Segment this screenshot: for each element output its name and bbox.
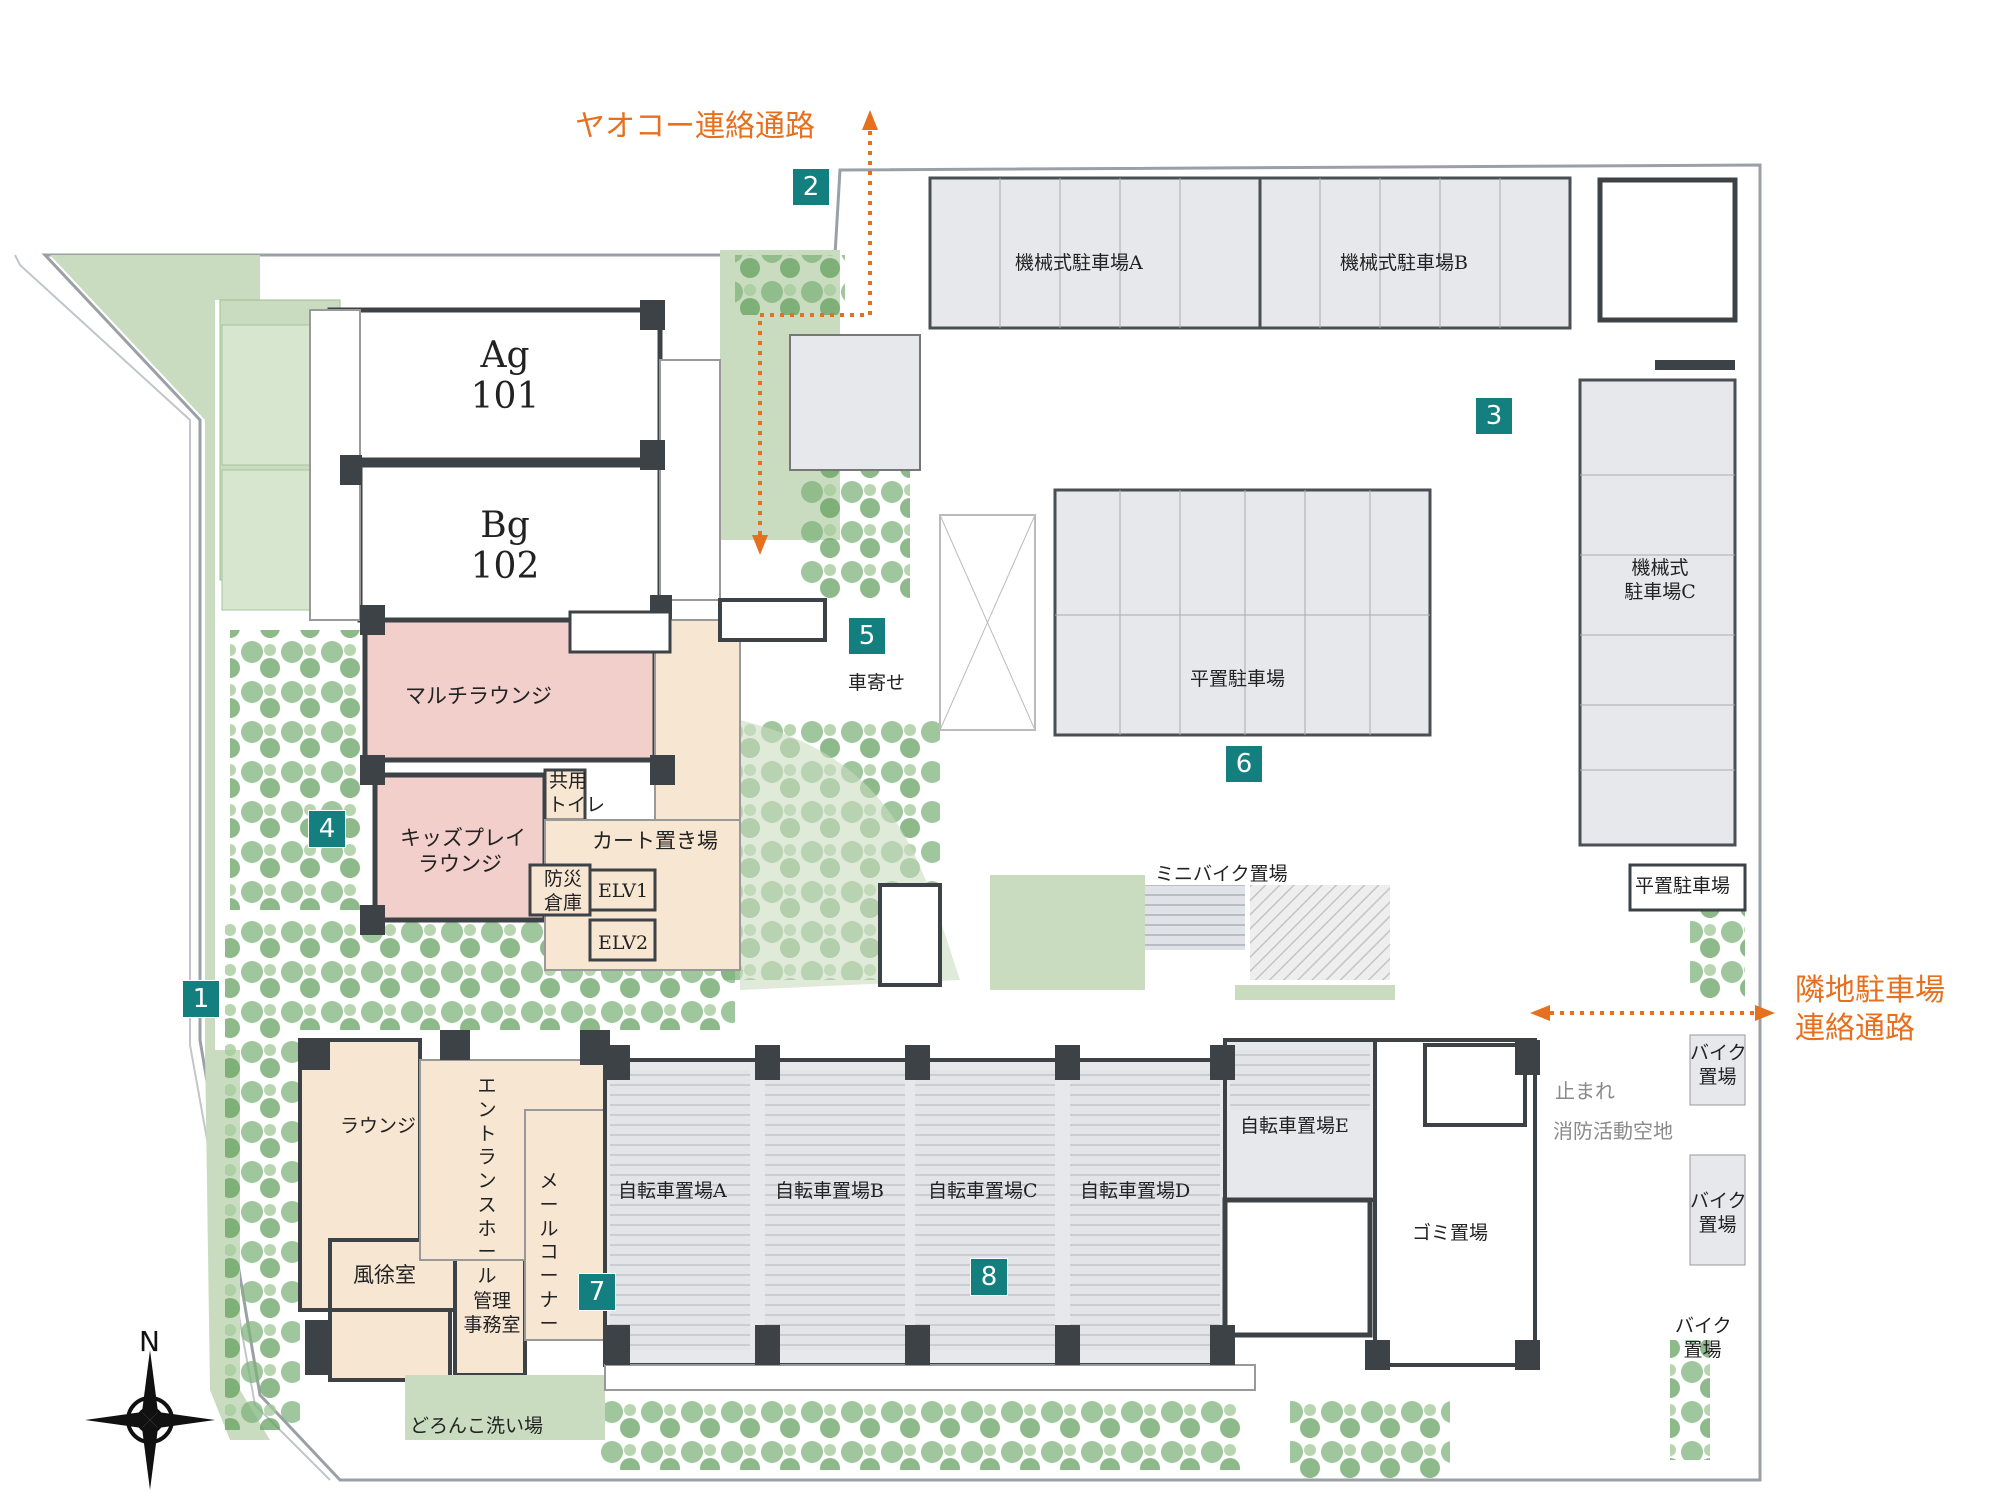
- unit-bg-label: Bg 102: [470, 505, 540, 588]
- lobby-block: [298, 1030, 610, 1440]
- disaster-storage-label: 防災 倉庫: [538, 868, 588, 916]
- carport-label: 車寄せ: [848, 672, 906, 694]
- office-label: 管理 事務室: [462, 1290, 522, 1338]
- cycle-parking-c-label: 自転車置場C: [928, 1180, 1038, 1202]
- toilet-line2: トイレ: [548, 793, 606, 816]
- mech-c-line1: 機械式: [1631, 557, 1689, 579]
- neighbor-link-label-line1: 隣地駐車場: [1795, 973, 1945, 1008]
- flat-parking-label: 平置駐車場: [1190, 668, 1286, 690]
- landscape-green: [50, 250, 1745, 1480]
- connection-paths: [752, 110, 1775, 1021]
- mail-corner-label: メールコーナー: [539, 1170, 559, 1335]
- entrance-hall-label: エントランスホール: [477, 1075, 497, 1287]
- cycle-parking-a-label: 自転車置場A: [618, 1180, 727, 1202]
- flat-parking: [939, 488, 1432, 737]
- elv1-label: ELV1: [598, 880, 649, 902]
- bike2-line2: 置場: [1698, 1213, 1737, 1236]
- minibike-label: ミニバイク置場: [1155, 863, 1288, 885]
- flat-parking-small-label: 平置駐車場: [1635, 875, 1731, 897]
- unit-ag-number: 101: [470, 376, 540, 418]
- bike-parking-2-label: バイク 置場: [1690, 1190, 1747, 1238]
- badge-8: 8: [970, 1258, 1008, 1296]
- unit-bg-number: 102: [470, 546, 540, 588]
- unit-ag-label: Ag 101: [470, 335, 540, 418]
- bike3-line2: 置場: [1683, 1338, 1722, 1361]
- garbage-label: ゴミ置場: [1412, 1222, 1489, 1244]
- kids-lounge-line1: キッズプレイ: [400, 826, 526, 850]
- badge-5: 5: [848, 617, 886, 655]
- badge-1: 1: [182, 980, 220, 1018]
- office-line2: 事務室: [463, 1313, 521, 1336]
- bike1-line2: 置場: [1698, 1065, 1737, 1088]
- windbreak-label: 風徐室: [353, 1263, 416, 1287]
- kids-lounge-line2: ラウンジ: [418, 852, 502, 877]
- residential-units: [309, 300, 721, 623]
- bike3-line1: バイク: [1675, 1315, 1732, 1337]
- cycle-parking-d-label: 自転車置場D: [1080, 1180, 1191, 1202]
- minibike-area: [878, 863, 1747, 1266]
- badge-3: 3: [1475, 397, 1513, 435]
- lounge-label: ラウンジ: [340, 1115, 417, 1137]
- kids-lounge-label: キッズプレイ ラウンジ: [400, 825, 526, 878]
- mech-parking-c: [1578, 378, 1737, 847]
- mech-parking-a-label: 機械式駐車場A: [1015, 252, 1143, 274]
- mud-wash-label: どろんこ洗い場: [410, 1415, 544, 1437]
- cart-label: カート置き場: [592, 829, 718, 853]
- toilet-label: 共用 トイレ: [548, 770, 606, 818]
- garbage-area: [1365, 1038, 1540, 1370]
- bike-parking-1-label: バイク 置場: [1690, 1042, 1747, 1090]
- toilet-line1: 共用: [548, 770, 587, 792]
- badge-2: 2: [792, 168, 830, 206]
- mech-parking-c-label: 機械式 駐車場C: [1615, 557, 1705, 605]
- bicycle-parking: [603, 1038, 1377, 1391]
- cycle-parking-e-label: 自転車置場E: [1240, 1115, 1349, 1137]
- multi-lounge-label: マルチラウンジ: [405, 684, 552, 708]
- unit-bg-type: Bg: [480, 505, 530, 546]
- mech-parking-b-label: 機械式駐車場B: [1340, 252, 1468, 274]
- stop-marking: 止まれ: [1555, 1079, 1615, 1103]
- disaster-line2: 倉庫: [543, 891, 582, 914]
- bike2-line1: バイク: [1690, 1190, 1747, 1212]
- badge-7: 7: [578, 1273, 616, 1311]
- bike1-line1: バイク: [1690, 1042, 1747, 1064]
- office-line1: 管理: [472, 1290, 511, 1312]
- compass-rose: [85, 1350, 215, 1490]
- disaster-line1: 防災: [543, 868, 582, 890]
- cycle-parking-b-label: 自転車置場B: [775, 1180, 884, 1202]
- amenity-block: [360, 598, 827, 971]
- mech-parking-ab: [789, 176, 1738, 471]
- elv2-label: ELV2: [598, 932, 649, 954]
- badge-4: 4: [308, 810, 346, 848]
- fire-space-label: 消防活動空地: [1553, 1119, 1673, 1143]
- compass-north-label: N: [139, 1325, 160, 1358]
- bike-parking-3-label: バイク 置場: [1675, 1315, 1732, 1363]
- badge-6: 6: [1225, 745, 1263, 783]
- yaoko-link-label: ヤオコー連絡通路: [575, 109, 815, 144]
- mech-c-line2: 駐車場C: [1624, 580, 1696, 603]
- unit-ag-type: Ag: [480, 335, 530, 376]
- neighbor-link-label-line2: 連絡通路: [1795, 1011, 1915, 1046]
